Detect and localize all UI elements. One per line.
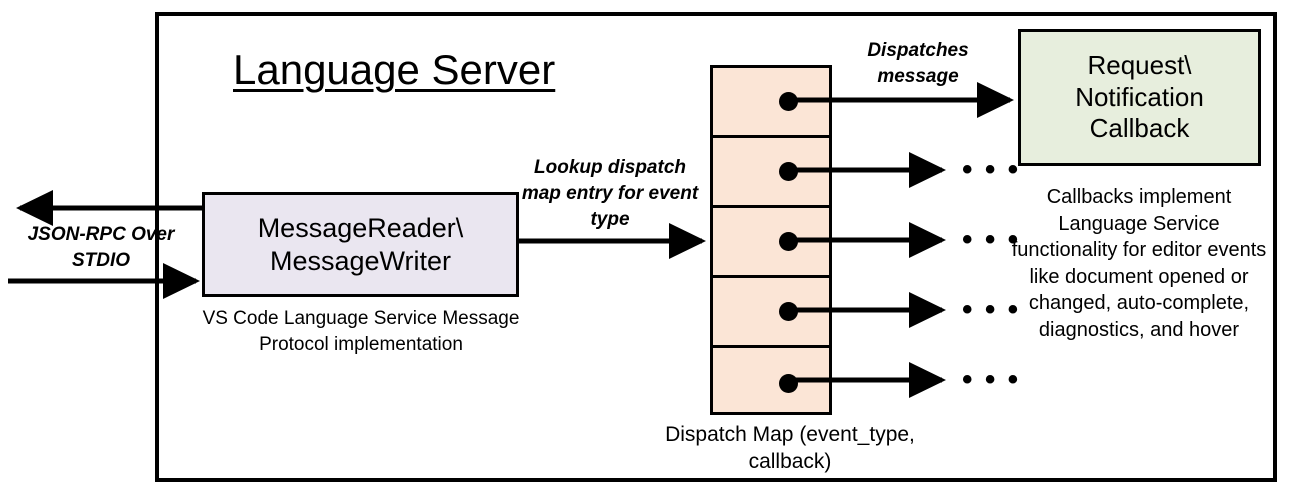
dispatch-target-ellipsis-5: • • • <box>962 363 1021 396</box>
message-reader-writer-label: MessageReader\ MessageWriter <box>257 212 464 276</box>
dispatch-map-entry-dot-icon <box>779 92 798 111</box>
dispatch-map-entry-dot-icon <box>779 162 798 181</box>
dispatch-map-table[interactable] <box>710 65 832 415</box>
request-notification-callback-box[interactable]: Request\ Notification Callback <box>1018 29 1261 166</box>
dispatch-map-row[interactable] <box>713 68 829 138</box>
page-title: Language Server <box>233 46 556 93</box>
dispatch-target-ellipsis-4: • • • <box>962 293 1021 326</box>
dispatch-target-ellipsis-3: • • • <box>962 223 1021 256</box>
callback-description: Callbacks implement Language Service fun… <box>1011 186 1267 341</box>
message-reader-writer-caption: VS Code Language Service Message Protoco… <box>202 308 520 355</box>
message-reader-writer-box[interactable]: MessageReader\ MessageWriter <box>202 192 519 297</box>
dispatch-target-ellipsis-2: • • • <box>962 153 1021 186</box>
language-server-boundary <box>155 12 1277 482</box>
dispatch-map-row[interactable] <box>713 278 829 348</box>
json-rpc-protocol-label: JSON-RPC Over STDIO <box>27 224 175 271</box>
dispatches-message-label: Dispatches message <box>867 40 969 88</box>
request-notification-callback-label: Request\ Notification Callback <box>1075 49 1204 144</box>
dispatch-map-row[interactable] <box>713 138 829 208</box>
dispatch-map-entry-dot-icon <box>779 302 798 321</box>
lookup-dispatch-label: Lookup dispatch map entry for event type <box>521 157 699 231</box>
dispatch-map-entry-dot-icon <box>779 373 798 393</box>
dispatch-map-row[interactable] <box>713 208 829 278</box>
dispatch-map-entry-dot-icon <box>779 232 798 251</box>
dispatch-map-row[interactable] <box>713 348 829 418</box>
dispatch-map-caption: Dispatch Map (event_type, callback) <box>665 423 915 474</box>
